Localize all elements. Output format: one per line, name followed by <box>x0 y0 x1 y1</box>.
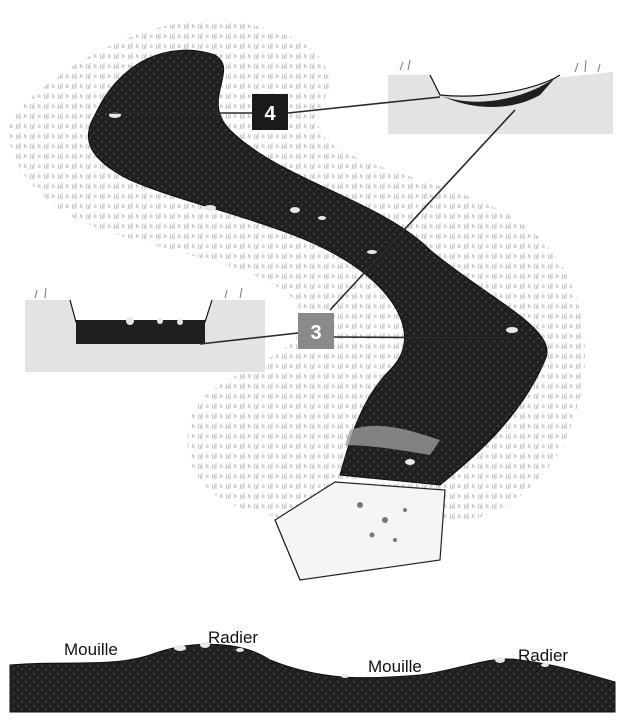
pebble <box>367 250 377 254</box>
callout-4: 4 <box>252 94 288 130</box>
callout-4-label: 4 <box>264 103 276 125</box>
pebble <box>290 207 300 213</box>
longitudinal-profile: Mouille Radier Mouille Radier <box>10 628 615 712</box>
pebble <box>405 459 415 465</box>
cross-section-inset-right <box>388 60 613 134</box>
cross-section-inset-left <box>25 288 265 372</box>
callout-3-label: 3 <box>310 322 321 344</box>
pebble <box>204 205 216 211</box>
profile-label-mouille-1: Mouille <box>64 640 118 659</box>
profile-label-mouille-2: Mouille <box>368 657 422 676</box>
profile-label-radier-2: Radier <box>518 646 568 665</box>
pebble <box>318 216 326 220</box>
pebble <box>506 327 518 333</box>
callout-3: 3 <box>298 313 334 349</box>
profile-label-radier-1: Radier <box>208 628 258 647</box>
